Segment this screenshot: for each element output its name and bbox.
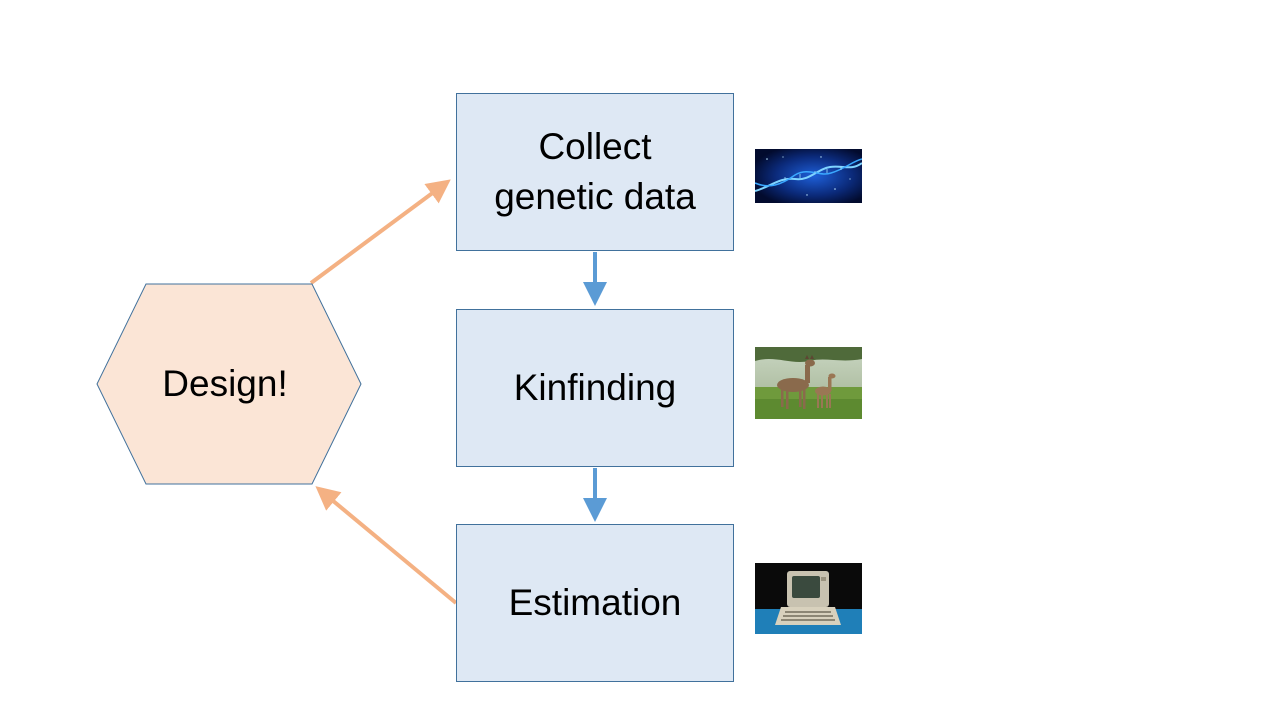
design-label: Design!: [162, 363, 288, 404]
step-label: Estimation: [508, 582, 682, 624]
step-kinfinding: Kinfinding: [456, 309, 734, 467]
dna-helix-image: [755, 149, 862, 203]
step-label-line1: Collect: [538, 126, 652, 168]
vintage-computer-image: [755, 563, 862, 634]
design-hexagon: [96, 283, 362, 485]
step-estimation: Estimation: [456, 524, 734, 682]
deer-image: [755, 347, 862, 419]
step-label-line2: genetic data: [494, 176, 696, 217]
step-collect-genetic-data: Collect genetic data: [456, 93, 734, 251]
step-label: Kinfinding: [513, 367, 677, 409]
arrow-estimation-to-design: [315, 486, 458, 605]
arrow-design-to-collect: [309, 179, 451, 285]
